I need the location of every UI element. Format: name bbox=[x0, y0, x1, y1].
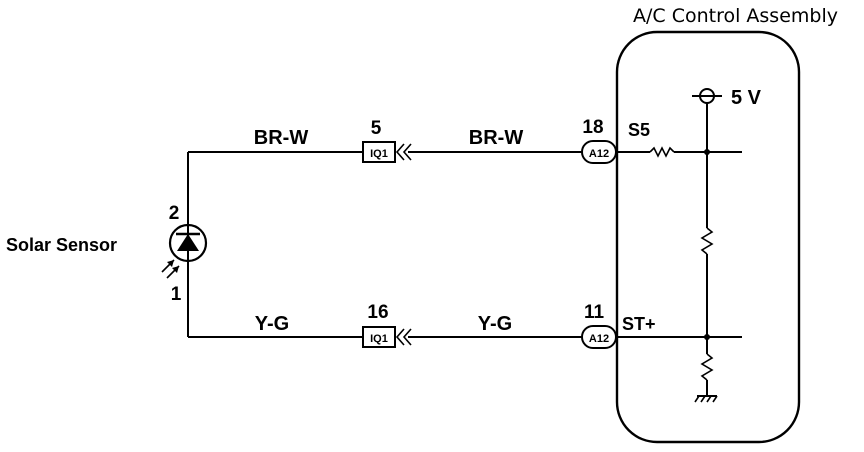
supply-voltage-label: 5 V bbox=[731, 87, 762, 109]
assembly-title: A/C Control Assembly bbox=[633, 5, 838, 27]
ecu-pin-lower: 11 bbox=[584, 302, 605, 323]
wire-color-lower-right: Y-G bbox=[478, 313, 512, 335]
ecu-connector-label-upper: A12 bbox=[589, 148, 609, 160]
terminal-label-lower: ST+ bbox=[622, 314, 656, 334]
wire-color-upper-right: BR-W bbox=[469, 127, 524, 149]
junction-label-lower: IQ1 bbox=[370, 333, 388, 345]
sensor-pin-bottom: 1 bbox=[171, 284, 182, 305]
wire-color-upper-left: BR-W bbox=[254, 127, 309, 149]
junction-connector-upper: IQ1 bbox=[362, 141, 412, 163]
junction-dot bbox=[704, 334, 710, 340]
control-assembly-box bbox=[615, 30, 801, 444]
junction-dot bbox=[704, 149, 710, 155]
ground-icon bbox=[694, 395, 718, 403]
pullup-resistor-icon bbox=[700, 227, 714, 255]
connector-chevron-icon bbox=[395, 328, 405, 346]
wire-color-lower-left: Y-G bbox=[255, 313, 289, 335]
junction-label-upper: IQ1 bbox=[370, 148, 388, 160]
sensor-name-label: Solar Sensor bbox=[6, 235, 117, 255]
pulldown-resistor-icon bbox=[700, 353, 714, 381]
connector-chevron-icon bbox=[395, 143, 405, 161]
ecu-connector-lower: A12 bbox=[581, 325, 617, 349]
junction-pin-upper: 5 bbox=[371, 118, 382, 139]
connector-chevron-icon bbox=[402, 328, 412, 346]
ecu-connector-upper: A12 bbox=[581, 140, 617, 164]
terminal-label-upper: S5 bbox=[628, 120, 650, 140]
ecu-pin-upper: 18 bbox=[582, 117, 603, 138]
voltage-supply-icon bbox=[692, 88, 722, 104]
junction-pin-lower: 16 bbox=[367, 302, 388, 323]
solar-sensor-photodiode-icon bbox=[168, 223, 208, 263]
connector-chevron-icon bbox=[402, 143, 412, 161]
sensor-pin-top: 2 bbox=[169, 203, 180, 224]
series-resistor-icon bbox=[649, 146, 675, 158]
light-arrows-icon bbox=[161, 259, 180, 279]
ecu-connector-label-lower: A12 bbox=[589, 333, 609, 345]
junction-connector-lower: IQ1 bbox=[362, 326, 412, 348]
